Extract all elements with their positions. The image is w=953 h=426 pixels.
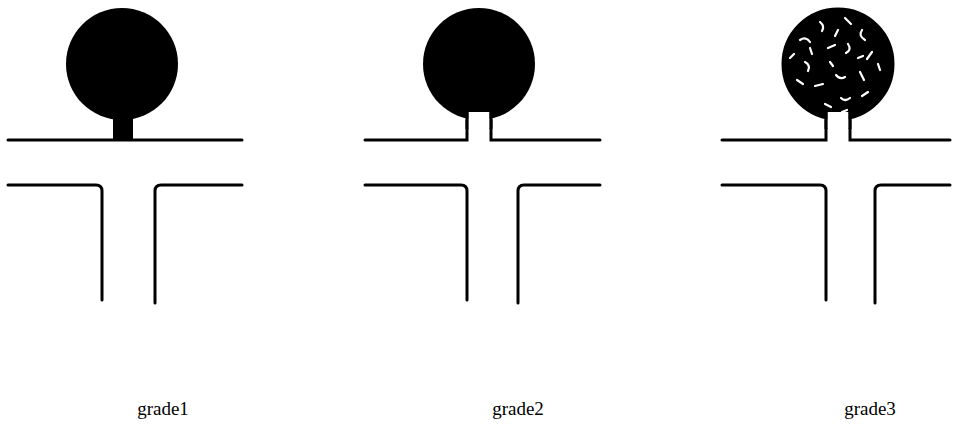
aneurysm-neck	[826, 112, 850, 129]
aneurysm-sac	[66, 8, 178, 120]
grade-label: grade1	[137, 398, 189, 421]
thrombus-texture	[790, 18, 880, 112]
vessel-wall	[365, 185, 467, 300]
thrombosed-sac	[783, 9, 893, 119]
vessel-walls	[8, 120, 950, 303]
vessel-wall	[8, 185, 102, 300]
vessel-wall	[491, 120, 600, 140]
vessel-wall	[722, 120, 826, 140]
aneurysm-neck	[828, 112, 849, 128]
vessel-wall	[875, 185, 950, 303]
aneurysm-neck	[467, 112, 491, 129]
grade-label: grade2	[492, 398, 544, 421]
aneurysm-neck	[469, 112, 490, 128]
vessel-wall	[518, 185, 600, 303]
vessel-wall	[850, 120, 950, 140]
vessel-wall	[365, 120, 467, 140]
vessel-wall	[722, 185, 826, 300]
vessel-wall	[155, 185, 242, 303]
grade-label: grade3	[844, 398, 896, 421]
aneurysm-neck	[113, 110, 133, 141]
aneurysm-sac	[423, 8, 535, 120]
